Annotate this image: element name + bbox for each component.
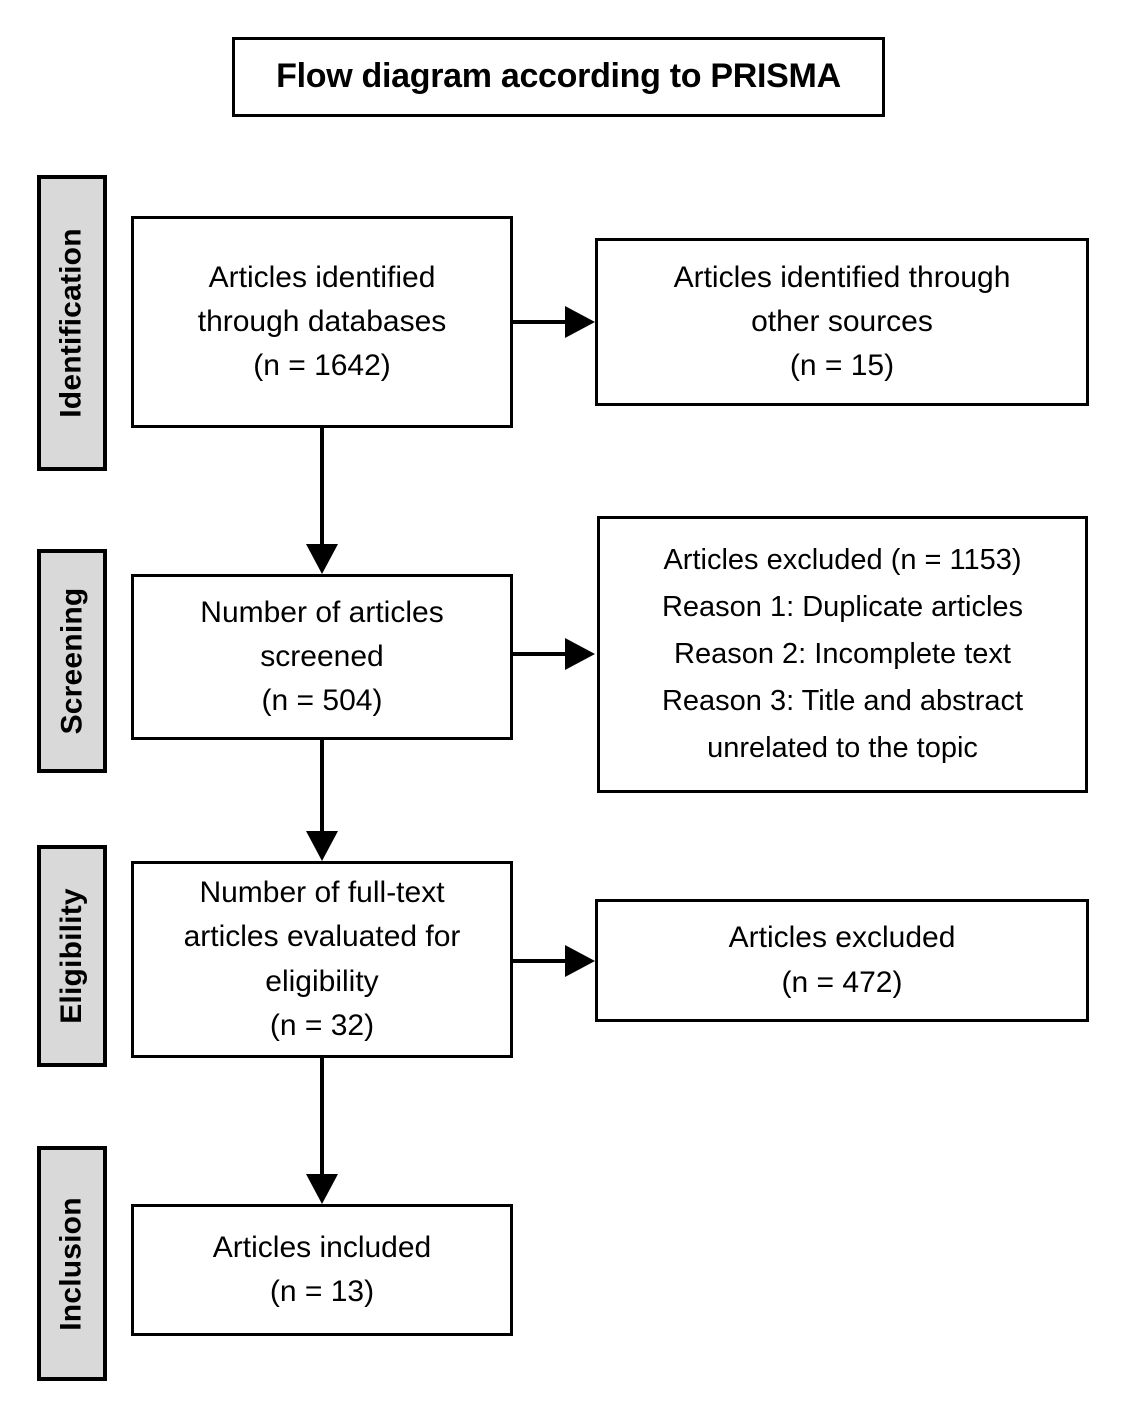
node-line: Articles excluded: [728, 921, 956, 955]
node-line: other sources: [751, 304, 933, 338]
node-count-line: (n = 504): [261, 684, 383, 718]
node-count-line: (n = 13): [269, 1275, 375, 1308]
node-line: articles evaluated for: [183, 920, 461, 954]
node-reason-line: Reason 3: Title and abstract: [661, 684, 1024, 717]
stage-label-inclusion: Inclusion: [37, 1146, 107, 1381]
node-articles-screened-lines: Number of articles screened (n = 504): [134, 591, 510, 723]
node-count-line: (n = 32): [269, 1008, 375, 1042]
node-articles-screened: Number of articles screened (n = 504): [131, 574, 513, 740]
node-fulltext-articles-evaluated: Number of full-text articles evaluated f…: [131, 861, 513, 1058]
arrow-identified-to-other-sources-head-icon: [565, 306, 595, 338]
node-line: through databases: [197, 304, 447, 338]
diagram-title-text: Flow diagram according to PRISMA: [276, 57, 841, 96]
node-count-line: (n = 1642): [253, 349, 391, 383]
node-articles-excluded-screening: Articles excluded (n = 1153) Reason 1: D…: [597, 516, 1088, 793]
node-reason-line: Reason 2: Incomplete text: [674, 638, 1011, 671]
stage-label-screening-text: Screening: [55, 587, 89, 735]
arrow-screened-to-excluded-head-icon: [565, 638, 595, 670]
node-count-line: Articles excluded (n = 1153): [663, 544, 1022, 577]
stage-label-identification-text: Identification: [55, 228, 88, 418]
node-line: Number of full-text: [199, 876, 445, 910]
arrow-fulltext-to-included-head-icon: [306, 1174, 338, 1204]
diagram-title-lines: Flow diagram according to PRISMA: [235, 52, 882, 102]
arrow-identified-to-other-sources-line: [513, 320, 571, 324]
node-articles-included: Articles included (n = 13): [131, 1204, 513, 1336]
node-reason-line: Reason 1: Duplicate articles: [661, 591, 1024, 624]
node-line: screened: [260, 639, 384, 673]
node-articles-identified-other-sources: Articles identified through other source…: [595, 238, 1089, 406]
node-line: Articles included: [212, 1230, 432, 1264]
arrow-fulltext-to-included-line: [320, 1058, 324, 1180]
node-articles-identified-other-sources-lines: Articles identified through other source…: [598, 256, 1086, 388]
arrow-identified-to-screened-line: [320, 428, 324, 550]
node-line: eligibility: [265, 964, 379, 998]
arrow-screened-to-excluded-line: [513, 652, 571, 656]
arrow-fulltext-to-excluded-line: [513, 959, 571, 963]
node-count-line: (n = 472): [781, 965, 903, 999]
stage-label-eligibility-text: Eligibility: [55, 888, 89, 1024]
arrow-screened-to-fulltext-head-icon: [306, 831, 338, 861]
node-line: Number of articles: [200, 595, 444, 629]
node-articles-identified-databases-lines: Articles identified through databases (n…: [134, 256, 510, 388]
node-reason-line: unrelated to the topic: [707, 731, 978, 764]
stage-label-screening: Screening: [37, 549, 107, 773]
node-line: Articles identified through: [673, 260, 1011, 294]
stage-label-eligibility: Eligibility: [37, 845, 107, 1067]
node-count-line: (n = 15): [789, 349, 895, 383]
arrow-fulltext-to-excluded-head-icon: [565, 945, 595, 977]
arrow-identified-to-screened-head-icon: [306, 544, 338, 574]
stage-label-identification: Identification: [37, 175, 107, 471]
stage-label-inclusion-text: Inclusion: [55, 1196, 89, 1331]
node-articles-identified-databases: Articles identified through databases (n…: [131, 216, 513, 428]
diagram-title-box: Flow diagram according to PRISMA: [232, 37, 885, 117]
node-articles-excluded-eligibility-lines: Articles excluded (n = 472): [598, 916, 1086, 1004]
node-line: Articles identified: [208, 260, 436, 294]
arrow-screened-to-fulltext-line: [320, 740, 324, 837]
node-articles-excluded-screening-lines: Articles excluded (n = 1153) Reason 1: D…: [600, 537, 1085, 772]
node-fulltext-articles-evaluated-lines: Number of full-text articles evaluated f…: [134, 871, 510, 1047]
node-articles-excluded-eligibility: Articles excluded (n = 472): [595, 899, 1089, 1022]
node-articles-included-lines: Articles included (n = 13): [134, 1226, 510, 1314]
